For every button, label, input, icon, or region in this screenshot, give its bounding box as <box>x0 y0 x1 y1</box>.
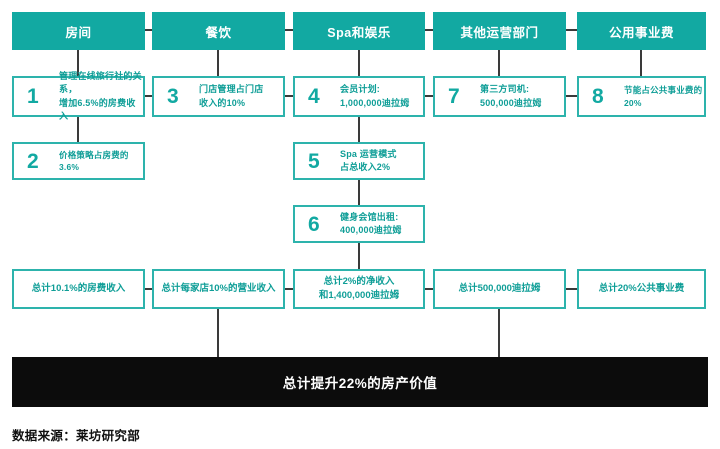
summary-text-line: 总计500,000迪拉姆 <box>458 283 541 295</box>
connector-horizontal <box>425 95 433 97</box>
connector-vertical <box>358 243 360 269</box>
step-box-7: 7 第三方司机: 500,000迪拉姆 <box>433 76 566 117</box>
step-text-line: 健身会馆出租: <box>340 211 399 222</box>
step-number: 1 <box>27 85 39 108</box>
header-utilities: 公用事业费 <box>577 12 706 50</box>
connector-horizontal <box>285 288 293 290</box>
step-box-4: 4 会员计划: 1,000,000迪拉姆 <box>293 76 425 117</box>
step-text-line: 400,000迪拉姆 <box>340 225 402 235</box>
summary-text-line: 总计10.1%的房费收入 <box>31 283 126 295</box>
header-spa-entertainment: Spa和娱乐 <box>293 12 425 50</box>
step-text-line: 节能占公共事业费的20% <box>624 85 703 108</box>
summary-text-line: 总计20%公共事业费 <box>598 283 685 295</box>
step-text: 第三方司机: 500,000迪拉姆 <box>480 83 542 109</box>
connector-horizontal <box>145 95 152 97</box>
connector-horizontal <box>285 95 293 97</box>
step-box-2: 2 价格策略占房费的3.6% <box>12 142 145 180</box>
connector-vertical <box>498 309 500 357</box>
summary-box-spa: 总计2%的净收入 和1,400,000迪拉姆 <box>293 269 425 309</box>
header-other-operations: 其他运营部门 <box>433 12 566 50</box>
summary-box-utilities: 总计20%公共事业费 <box>577 269 706 309</box>
connector-horizontal <box>145 288 152 290</box>
connector-horizontal <box>425 29 433 31</box>
step-text: 节能占公共事业费的20% <box>624 84 704 109</box>
summary-box-dining: 总计每家店10%的营业收入 <box>152 269 285 309</box>
summary-text-line: 总计2%的净收入 <box>323 276 395 288</box>
data-source-note: 数据来源：莱坊研究部 <box>12 429 141 443</box>
step-text-line: Spa 运营模式 <box>340 148 397 159</box>
step-text-line: 500,000迪拉姆 <box>480 97 542 108</box>
step-text-line: 收入的10% <box>199 97 246 108</box>
step-number: 2 <box>27 149 39 173</box>
connector-vertical <box>640 50 642 76</box>
connector-vertical <box>358 180 360 205</box>
connector-vertical <box>217 309 219 357</box>
step-text-line: 增加6.5%的房费收入 <box>59 97 136 121</box>
summary-box-rooms: 总计10.1%的房费收入 <box>12 269 145 309</box>
step-number: 7 <box>448 85 460 108</box>
step-text: 会员计划: 1,000,000迪拉姆 <box>340 83 409 109</box>
connector-vertical <box>358 117 360 142</box>
connector-vertical <box>358 50 360 76</box>
connector-horizontal <box>566 95 577 97</box>
connector-horizontal <box>425 288 433 290</box>
step-number: 3 <box>167 85 179 108</box>
step-box-3: 3 门店管理占门店 收入的10% <box>152 76 285 117</box>
connector-horizontal <box>566 288 577 290</box>
step-text: 门店管理占门店 收入的10% <box>199 83 263 109</box>
step-box-6: 6 健身会馆出租: 400,000迪拉姆 <box>293 205 425 243</box>
step-number: 5 <box>308 149 320 173</box>
step-text-line: 价格策略占房费的3.6% <box>59 149 129 172</box>
step-text-line: 会员计划: <box>340 84 380 95</box>
summary-text-line: 和1,400,000迪拉姆 <box>318 290 400 301</box>
connector-horizontal <box>285 29 293 31</box>
step-box-8: 8 节能占公共事业费的20% <box>577 76 706 117</box>
step-number: 8 <box>592 85 604 108</box>
connector-vertical <box>77 117 79 142</box>
total-bar: 总计提升22%的房产价值 <box>12 357 708 407</box>
header-rooms: 房间 <box>12 12 145 50</box>
step-box-1: 1 管理在线旅行社的关系， 增加6.5%的房费收入 <box>12 71 145 121</box>
connector-horizontal <box>566 29 577 31</box>
header-dining: 餐饮 <box>152 12 285 50</box>
step-text-line: 占总收入2% <box>340 162 391 172</box>
step-text: Spa 运营模式 占总收入2% <box>340 148 397 174</box>
step-text-line: 管理在线旅行社的关系， <box>59 71 142 95</box>
step-text: 管理在线旅行社的关系， 增加6.5%的房费收入 <box>59 70 143 122</box>
step-text-line: 第三方司机: <box>480 84 530 95</box>
summary-box-other-operations: 总计500,000迪拉姆 <box>433 269 566 309</box>
step-text-line: 1,000,000迪拉姆 <box>340 97 410 108</box>
step-number: 4 <box>308 85 320 108</box>
step-text-line: 门店管理占门店 <box>199 84 264 95</box>
step-box-5: 5 Spa 运营模式 占总收入2% <box>293 142 425 180</box>
step-number: 6 <box>308 212 320 236</box>
connector-vertical <box>498 50 500 76</box>
step-text: 健身会馆出租: 400,000迪拉姆 <box>340 211 402 237</box>
step-text: 价格策略占房费的3.6% <box>59 149 143 174</box>
connector-vertical <box>77 50 79 76</box>
summary-text-line: 总计每家店10%的营业收入 <box>161 283 276 295</box>
connector-vertical <box>217 50 219 76</box>
connector-horizontal <box>145 29 152 31</box>
